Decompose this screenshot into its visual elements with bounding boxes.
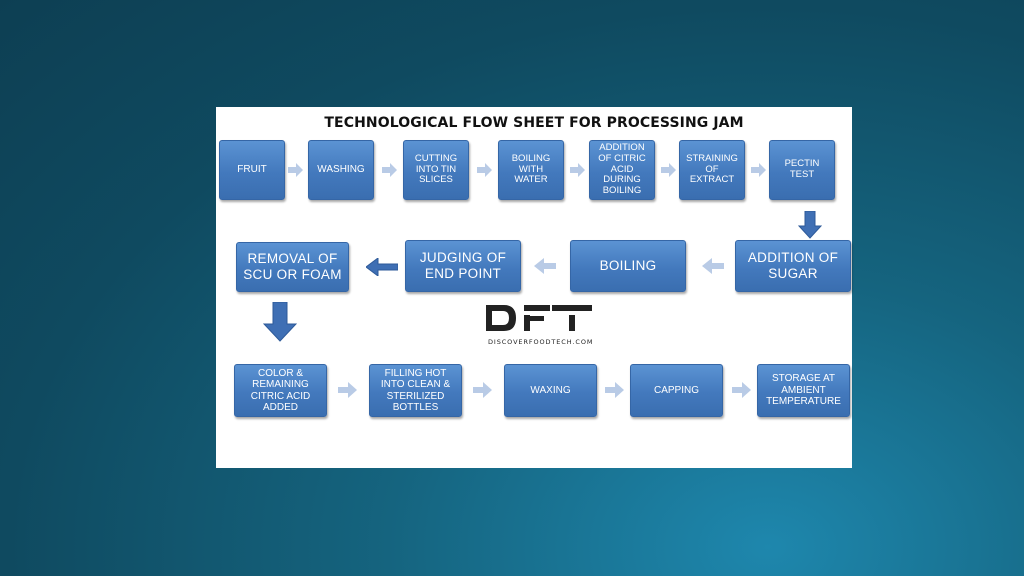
step-boiling: BOILING xyxy=(570,240,686,292)
arrow-right-icon xyxy=(605,382,624,398)
arrow-right-icon xyxy=(338,382,357,398)
arrow-right-icon xyxy=(382,163,397,177)
arrow-right-icon xyxy=(570,163,585,177)
step-cutting: CUTTING INTO TIN SLICES xyxy=(403,140,469,200)
step-pectin-test: PECTIN TEST xyxy=(769,140,835,200)
arrow-right-icon xyxy=(732,382,751,398)
step-washing: WASHING xyxy=(308,140,374,200)
arrow-right-icon xyxy=(477,163,492,177)
step-straining: STRAINING OF EXTRACT xyxy=(679,140,745,200)
arrow-right-icon xyxy=(661,163,676,177)
dft-logo xyxy=(486,305,592,331)
arrow-down-icon xyxy=(263,302,297,342)
arrow-down-icon xyxy=(798,211,822,239)
flow-sheet-panel: TECHNOLOGICAL FLOW SHEET FOR PROCESSING … xyxy=(216,107,852,468)
flow-sheet-title: TECHNOLOGICAL FLOW SHEET FOR PROCESSING … xyxy=(324,115,744,131)
arrow-left-icon xyxy=(366,258,398,276)
arrow-left-icon xyxy=(534,258,556,274)
step-judging-end-point: JUDGING OF END POINT xyxy=(405,240,521,292)
step-filling-bottles: FILLING HOT INTO CLEAN & STERILIZED BOTT… xyxy=(369,364,462,417)
step-waxing: WAXING xyxy=(504,364,597,417)
arrow-right-icon xyxy=(288,163,303,177)
step-storage: STORAGE AT AMBIENT TEMPERATURE xyxy=(757,364,850,417)
step-capping: CAPPING xyxy=(630,364,723,417)
step-addition-sugar: ADDITION OF SUGAR xyxy=(735,240,851,292)
arrow-right-icon xyxy=(751,163,766,177)
arrow-left-icon xyxy=(702,258,724,274)
step-color-citric: COLOR & REMAINING CITRIC ACID ADDED xyxy=(234,364,327,417)
step-removal-foam: REMOVAL OF SCU OR FOAM xyxy=(236,242,349,292)
step-citric-acid: ADDITION OF CITRIC ACID DURING BOILING xyxy=(589,140,655,200)
step-boiling-water: BOILING WITH WATER xyxy=(498,140,564,200)
dft-logo-text: DISCOVERFOODTECH.COM xyxy=(488,338,594,346)
step-fruit: FRUIT xyxy=(219,140,285,200)
arrow-right-icon xyxy=(473,382,492,398)
